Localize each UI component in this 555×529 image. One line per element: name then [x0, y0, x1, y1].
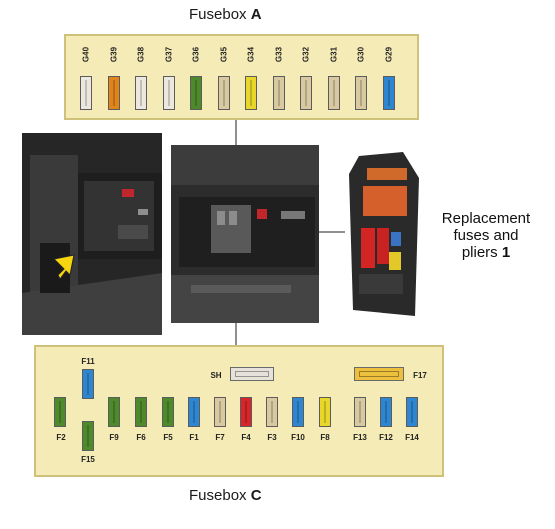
fusebox-a-title-letter: A [250, 6, 262, 23]
fuse-g38 [135, 76, 147, 110]
fuse-g36 [190, 76, 202, 110]
fuse-g31 [327, 76, 340, 110]
fuse-g35 [217, 76, 230, 110]
fuse-g34 [245, 76, 257, 110]
fuse-f2-label: F2 [56, 433, 66, 442]
fuse-g37 [162, 76, 175, 110]
fuse-f7 [214, 397, 226, 427]
fuse-f15-label: F15 [81, 455, 95, 464]
pliers-box-photo-art [349, 152, 419, 316]
fuse-sh [230, 367, 274, 381]
fuse-f11-label: F11 [81, 357, 95, 366]
dashboard-photo-art [22, 133, 162, 335]
fuse-g32 [300, 76, 312, 110]
fuse-f15 [82, 421, 94, 451]
fuse-f7-label: F7 [215, 433, 225, 442]
fuse-f4 [240, 397, 252, 427]
fuse-f8-label: F8 [320, 433, 330, 442]
legend-line-3-number: 1 [501, 244, 511, 261]
fuse-g39 [107, 76, 120, 110]
pliers-box-photo [345, 148, 421, 320]
fuse-f14-label: F14 [405, 433, 419, 442]
fusebox-c-title-letter: C [250, 487, 262, 504]
fuse-g30 [355, 76, 367, 110]
fuse-f6-label: F6 [136, 433, 146, 442]
fuse-f4-label: F4 [241, 433, 251, 442]
fusebox-c-title-prefix: Fusebox [189, 487, 247, 504]
fuse-f13 [354, 397, 366, 427]
fuse-f17-label: F17 [413, 371, 427, 380]
fuse-f17 [354, 367, 404, 381]
fusebox-c-title: Fusebox C [189, 487, 262, 504]
fuse-f9-label: F9 [109, 433, 119, 442]
fuse-f8 [319, 397, 331, 427]
fuse-f10-label: F10 [291, 433, 305, 442]
fusebox-a-title: Fusebox A [189, 6, 262, 23]
fuse-f1 [188, 397, 200, 427]
fuse-f5 [162, 397, 174, 427]
fuse-f14 [406, 397, 418, 427]
fuse-f13-label: F13 [353, 433, 367, 442]
fuse-f2 [54, 397, 66, 427]
legend-line-1: Replacement [441, 210, 531, 227]
yellow-arrow-icon [52, 254, 75, 280]
fuse-g29 [382, 76, 395, 110]
fuse-f12 [380, 397, 392, 427]
fuse-f12-label: F12 [379, 433, 393, 442]
legend-line-2: fuses and [453, 227, 519, 244]
fusebox-location-photo [171, 145, 319, 323]
fuse-f11 [82, 369, 94, 399]
fuse-f5-label: F5 [163, 433, 173, 442]
legend: Replacement fuses and pliers 1 [424, 210, 548, 261]
fuse-g33 [272, 76, 285, 110]
fusebox-location-photo-art [171, 145, 319, 323]
fuse-f6 [135, 397, 147, 427]
fuse-f10 [292, 397, 304, 427]
legend-line-3: pliers 1 [424, 244, 548, 261]
fuse-sh-label: SH [210, 371, 222, 380]
fuse-f3 [266, 397, 278, 427]
fuse-g40 [80, 76, 92, 110]
fuse-f1-label: F1 [189, 433, 199, 442]
fuse-f3-label: F3 [267, 433, 277, 442]
dashboard-photo [22, 133, 162, 335]
legend-line-3-prefix: pliers [461, 244, 498, 261]
fusebox-a-title-prefix: Fusebox [189, 6, 247, 23]
fuse-f9 [108, 397, 120, 427]
